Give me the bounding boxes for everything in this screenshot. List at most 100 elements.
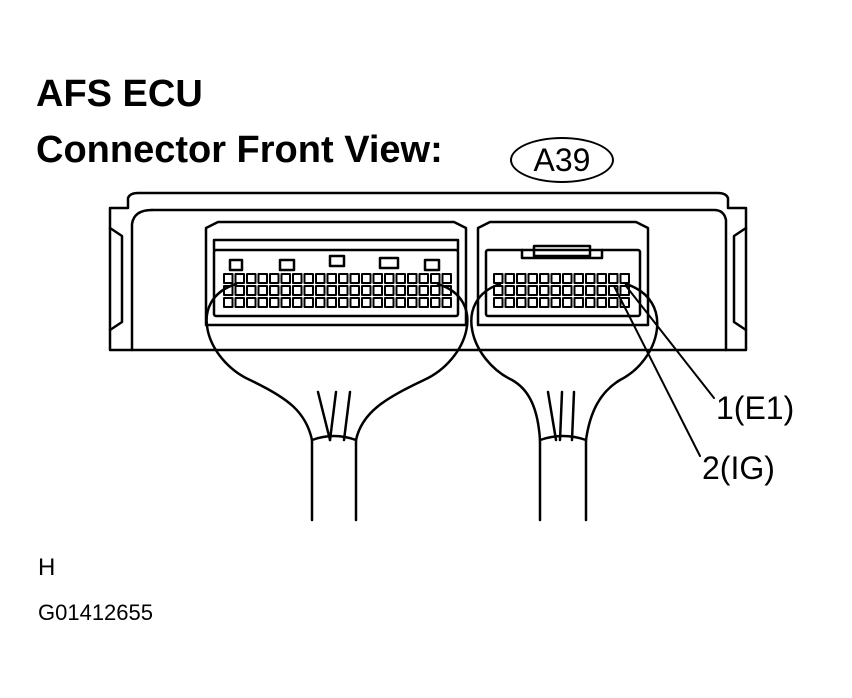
connector-pin: [527, 285, 538, 296]
connector-pin: [326, 285, 337, 296]
connector-pin: [395, 273, 406, 284]
connector-pin: [516, 273, 527, 284]
connector-pin: [418, 297, 429, 308]
connector-pin: [562, 297, 573, 308]
connector-pin: [280, 297, 291, 308]
connector-pin: [372, 273, 383, 284]
connector-pin: [280, 273, 291, 284]
connector-pin: [573, 273, 584, 284]
connector-pin: [550, 297, 561, 308]
connector-pin: [234, 297, 245, 308]
connector-pin: [361, 285, 372, 296]
connector-pin: [349, 285, 360, 296]
connector-pin: [349, 297, 360, 308]
connector-pin: [326, 273, 337, 284]
connector-pin: [234, 273, 245, 284]
connector-pin: [384, 273, 395, 284]
connector-pin: [303, 297, 314, 308]
connector-pin: [384, 285, 395, 296]
connector-pin: [573, 285, 584, 296]
connector-pin: [338, 273, 349, 284]
connector-right: [476, 220, 650, 327]
wire-harness-right: [470, 282, 659, 522]
connector-pin: [504, 273, 515, 284]
connector-right-pins: [493, 273, 630, 308]
diagram-subtitle: Connector Front View:: [36, 129, 443, 171]
connector-pin: [338, 285, 349, 296]
view-code: H: [38, 554, 56, 581]
connector-pin: [585, 297, 596, 308]
connector-pin: [418, 273, 429, 284]
wire-harness-left: [205, 282, 469, 522]
pin-leader-lines: [613, 285, 715, 457]
connector-pin: [269, 297, 280, 308]
connector-pin: [234, 285, 245, 296]
connector-pin: [361, 297, 372, 308]
connector-pin: [430, 285, 441, 296]
connector-pin: [292, 285, 303, 296]
connector-pin: [493, 285, 504, 296]
connector-pin: [372, 297, 383, 308]
connector-pin: [430, 273, 441, 284]
pin-label-2: 2(IG): [702, 450, 775, 486]
connector-pin: [407, 297, 418, 308]
connector-pin: [619, 273, 630, 284]
connector-pin: [539, 273, 550, 284]
connector-pin: [223, 273, 234, 284]
connector-pin: [315, 285, 326, 296]
connector-pin: [269, 273, 280, 284]
connector-pin: [527, 297, 538, 308]
connector-pin: [384, 297, 395, 308]
connector-pin: [441, 297, 452, 308]
connector-pin: [596, 297, 607, 308]
connector-pin: [338, 297, 349, 308]
connector-pin: [585, 273, 596, 284]
connector-pin: [562, 273, 573, 284]
connector-pin: [269, 285, 280, 296]
connector-pin: [573, 297, 584, 308]
connector-pin: [292, 297, 303, 308]
connector-pin: [246, 297, 257, 308]
connector-pin: [326, 297, 337, 308]
connector-pin: [303, 273, 314, 284]
connector-pin: [361, 273, 372, 284]
connector-pin: [372, 285, 383, 296]
connector-pin: [504, 285, 515, 296]
connector-pin: [315, 297, 326, 308]
connector-pin: [418, 285, 429, 296]
connector-pin: [303, 285, 314, 296]
connector-pin: [608, 273, 619, 284]
pin-label-1: 1(E1): [716, 390, 795, 426]
connector-pin: [257, 285, 268, 296]
connector-code-badge: A39: [510, 137, 614, 183]
connector-pin: [315, 273, 326, 284]
connector-pin: [280, 285, 291, 296]
connector-pin: [516, 285, 527, 296]
connector-pin: [441, 273, 452, 284]
connector-pin: [246, 273, 257, 284]
connector-left-pins: [223, 273, 452, 308]
connector-pin: [608, 297, 619, 308]
connector-pin: [585, 285, 596, 296]
figure-id: G01412655: [38, 600, 153, 625]
connector-pin: [349, 273, 360, 284]
connector-pin: [596, 285, 607, 296]
connector-pin: [257, 273, 268, 284]
connector-pin: [539, 297, 550, 308]
connector-pin: [246, 285, 257, 296]
connector-pin: [539, 285, 550, 296]
connector-pin: [407, 285, 418, 296]
connector-pin: [223, 297, 234, 308]
connector-pin: [516, 297, 527, 308]
connector-pin: [493, 297, 504, 308]
connector-pin: [395, 285, 406, 296]
connector-pin: [562, 285, 573, 296]
connector-pin: [257, 297, 268, 308]
connector-pin: [493, 273, 504, 284]
connector-pin: [292, 273, 303, 284]
connector-pin: [527, 273, 538, 284]
diagram-title: AFS ECU: [36, 73, 203, 115]
connector-pin: [504, 297, 515, 308]
ecu-housing: [108, 191, 748, 352]
